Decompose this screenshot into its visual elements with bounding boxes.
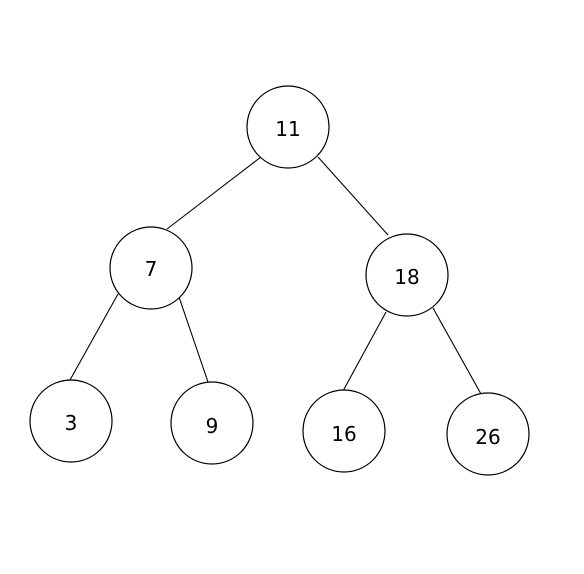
- node-circle: [170, 381, 254, 465]
- tree-node: 9: [170, 381, 254, 465]
- node-circle: [109, 226, 193, 310]
- node-label: 7: [145, 257, 158, 281]
- node-circle: [29, 379, 113, 463]
- nodes: 11 7 18 3 9 16 26: [29, 85, 530, 476]
- tree-node: 16: [302, 389, 386, 473]
- tree-node: 26: [446, 392, 530, 476]
- node-circle: [365, 233, 449, 317]
- node-circle: [246, 85, 330, 169]
- edges: [69, 156, 482, 395]
- node-label: 18: [394, 265, 419, 289]
- node-circle: [446, 392, 530, 476]
- node-label: 3: [65, 411, 78, 435]
- node-circle: [302, 389, 386, 473]
- edge-7-3: [69, 293, 119, 381]
- edge-11-18: [317, 156, 389, 236]
- tree-node: 11: [246, 85, 330, 169]
- node-label: 16: [331, 422, 356, 446]
- edge-18-26: [432, 307, 482, 395]
- node-label: 9: [206, 414, 219, 438]
- tree-node: 3: [29, 379, 113, 463]
- edge-11-7: [166, 156, 262, 230]
- tree-node: 18: [365, 233, 449, 317]
- tree-node: 7: [109, 226, 193, 310]
- edge-18-16: [342, 311, 387, 392]
- node-label: 26: [475, 425, 500, 449]
- node-label: 11: [275, 117, 300, 141]
- edge-7-9: [178, 296, 209, 383]
